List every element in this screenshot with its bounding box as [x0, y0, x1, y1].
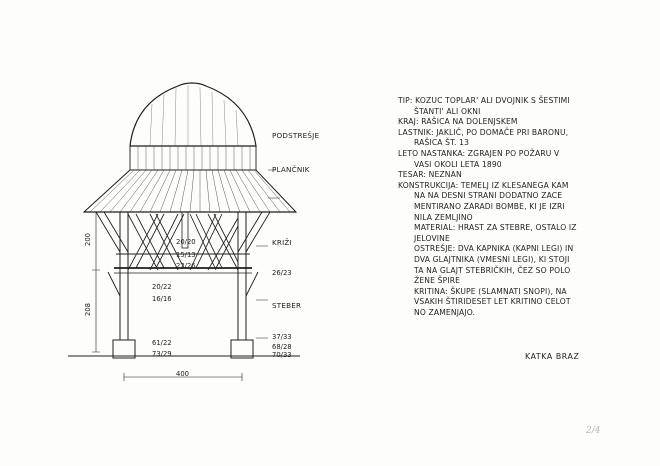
dimension-15-13: 15/13 [176, 251, 196, 259]
info-line-year: LETO NASTANKA: ZGRAJEN PO POŽARU V [398, 148, 560, 158]
gable-boards [137, 146, 251, 170]
info-line-owner-cont: RAŠICA ŠT. 13 [414, 138, 470, 148]
dimension-37-33: 37/33 [272, 333, 292, 341]
dimension-20-20: 20/20 [176, 238, 196, 246]
dimension-22-26: 22/26 [176, 262, 196, 270]
dimension-20-22: 20/22 [152, 283, 172, 291]
info-line-construction-cont-1: NA NA DESNI STRANI DODATNO ZACE [414, 191, 563, 201]
label-podstresje: PODSTREŠJE [272, 131, 319, 140]
dimension-width: 400 [176, 370, 189, 378]
label-steber: STEBER [272, 301, 301, 310]
foundation-right [230, 339, 254, 359]
label-leaders [256, 169, 280, 339]
description-text-block: TIP: KOZUC TOPLAR' ALI DVOJNIK S ŠESTIMI… [398, 96, 603, 318]
dimension-68-28: 68/28 [272, 343, 292, 351]
info-line-covering: KRITINA: ŠKUPE (SLAMNATI SNOPI), NA [414, 286, 567, 296]
thatched-roof [129, 82, 257, 147]
dimension-height-upper: 200 [84, 233, 92, 246]
info-line-construction: KONSTRUKCIJA: TEMELJ IZ KLESANEGA KAM [398, 180, 569, 190]
foundation-left [112, 339, 136, 359]
info-line-construction-cont-2: MENTIRANO ZARADI BOMBE, KI JE IZRI [414, 201, 565, 211]
post-left [119, 211, 129, 341]
info-line-carpenter: TESAR: NEZNAN [398, 170, 462, 180]
info-line-material-cont: JELOVINE [414, 233, 450, 243]
dimension-26-23: 26/23 [272, 269, 292, 277]
info-line-material: MATERIAL: HRAST ZA STEBRE, OSTALO IZ [414, 223, 577, 233]
info-line-year-cont: VASI OKOLI LETA 1890 [414, 159, 502, 169]
label-plancnik: PLANČNIK [272, 165, 310, 174]
dimension-61-22: 61/22 [152, 339, 172, 347]
info-line-roof-cont-3: ŽENE ŠPIRE [414, 276, 461, 286]
eaves-boards [89, 169, 291, 213]
post-right [237, 211, 247, 341]
krizi-crosses [127, 213, 239, 271]
info-line-covering-cont-2: NO ZAMENJAJO. [414, 307, 476, 317]
info-line-type-cont: ŠTANTI' ALI OKNI [414, 106, 481, 116]
pencil-page-mark: 2/4 [586, 426, 601, 436]
info-line-roof-cont-1: DVA GLAJTNIKA (VMESNI LEGI), KI STOJI [414, 254, 570, 264]
dimension-ticks-horizontal [123, 373, 243, 381]
roof-thatch-hatching [149, 85, 239, 147]
post-center [181, 211, 189, 249]
info-line-place: KRAJ: RAŠICA NA DOLENJSKEM [398, 117, 518, 127]
dimension-ticks-vertical [92, 211, 100, 353]
info-line-owner: LASTNIK: JAKLIČ, PO DOMAČE PRI BARONU, [398, 127, 569, 137]
dimension-height-lower: 208 [84, 303, 92, 316]
knee-braces [95, 211, 271, 297]
dimension-70-33: 70/33 [272, 351, 292, 359]
author-name: KATKA BRAZ [525, 352, 580, 361]
label-krizi: KRIŽI [272, 238, 292, 247]
info-line-roof-cont-2: TA NA GLAJT STEBRIČKIH, ČEZ SO POLO [414, 265, 571, 275]
info-line-covering-cont-1: VSAKIH ŠTIRIDESET LET KRITINO CELOT [414, 297, 571, 307]
dimension-73-29: 73/29 [152, 350, 172, 358]
info-line-type: TIP: KOZUC TOPLAR' ALI DVOJNIK S ŠESTIMI [398, 96, 570, 105]
info-line-roof: OSTREŠJE: DVA KAPNIKA (KAPNI LEGI) IN [414, 244, 574, 254]
dimension-16-16: 16/16 [152, 295, 172, 303]
podstresje-gable [129, 145, 257, 171]
info-line-construction-cont-3: NILA ZEMLJINO [414, 212, 473, 222]
